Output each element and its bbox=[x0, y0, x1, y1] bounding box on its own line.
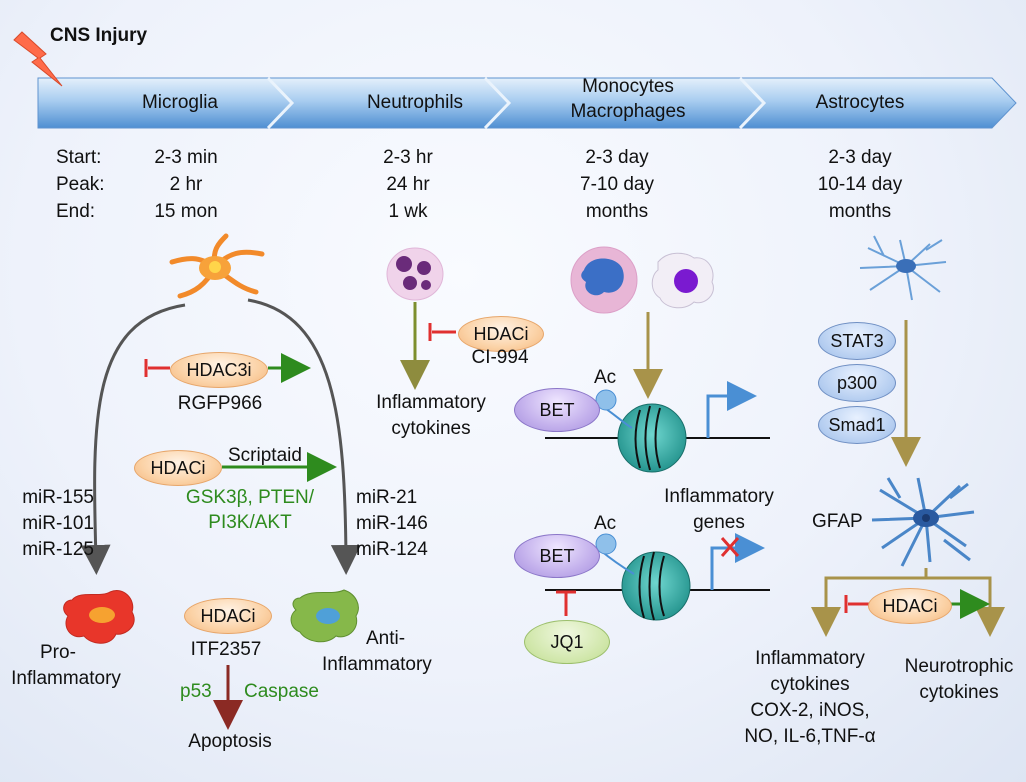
neutrophils-end: 1 wk bbox=[388, 201, 428, 222]
astrocyte-inflammatory-label: Inflammatory cytokines COX-2, iNOS, NO, … bbox=[720, 646, 900, 750]
stage-monocytes-line: Monocytes bbox=[582, 76, 674, 97]
pro-inflammatory-cell-icon bbox=[63, 590, 135, 644]
pro-line: Pro- bbox=[40, 642, 76, 663]
hdac3i-pill: HDAC3i bbox=[170, 352, 268, 388]
header-title: CNS Injury bbox=[50, 25, 148, 46]
stage-monocytes-macrophages: Monocytes Macrophages bbox=[548, 74, 708, 124]
pro-inflammatory-label: Pro- Inflammatory bbox=[0, 640, 132, 692]
caspase-label: Caspase bbox=[244, 681, 319, 702]
pi3k-akt-label: PI3K/AKT bbox=[208, 512, 292, 533]
astrocyte-cell-icon bbox=[859, 235, 947, 301]
smad1-pill: Smad1 bbox=[818, 406, 896, 444]
astro-infl-line1: Inflammatory bbox=[755, 648, 865, 669]
microglia-end: 15 mon bbox=[154, 201, 218, 222]
inflammatory-genes-label: Inflammatory genes bbox=[644, 484, 794, 536]
mir-124-label: miR-124 bbox=[356, 539, 428, 560]
end-label: End: bbox=[56, 201, 96, 222]
mir-21-label: miR-21 bbox=[356, 487, 418, 508]
neutrophils-start: 2-3 hr bbox=[383, 147, 433, 168]
nucleosome-active bbox=[545, 381, 770, 473]
monocytes-start: 2-3 day bbox=[585, 147, 649, 168]
reactive-astrocyte-icon bbox=[871, 477, 975, 567]
lightning-icon bbox=[13, 31, 63, 87]
microglia-peak: 2 hr bbox=[169, 174, 203, 195]
neutrophil-cytokines-label: Inflammatory cytokines bbox=[356, 390, 506, 442]
timeline-band bbox=[37, 76, 1017, 130]
monocytes-peak: 7-10 day bbox=[580, 174, 654, 195]
p300-pill: p300 bbox=[818, 364, 896, 402]
stage-neutrophils: Neutrophils bbox=[366, 92, 464, 113]
rgfp966-label: RGFP966 bbox=[177, 393, 263, 414]
p53-label: p53 bbox=[180, 681, 212, 702]
mir-155-label: miR-155 bbox=[22, 487, 94, 508]
monocyte-cell-icon bbox=[570, 246, 638, 314]
hdaci-astrocyte-pill: HDACi bbox=[868, 588, 952, 624]
apoptosis-label: Apoptosis bbox=[188, 731, 272, 752]
mir-101-label: miR-101 bbox=[22, 513, 94, 534]
anti-inflammatory-label: Anti- Inflammatory bbox=[322, 626, 432, 678]
gsk3b-pten-label: GSK3β, PTEN/ bbox=[185, 487, 315, 508]
scriptaid-label: Scriptaid bbox=[228, 445, 302, 466]
gfap-label: GFAP bbox=[812, 511, 863, 532]
astrocytes-peak: 10-14 day bbox=[817, 174, 903, 195]
neuro-line2: cytokines bbox=[919, 682, 999, 703]
astrocytes-end: months bbox=[828, 201, 892, 222]
ac-label-1: Ac bbox=[594, 367, 617, 388]
hdaci-itf-pill: HDACi bbox=[184, 598, 272, 634]
astro-infl-line4: NO, IL-6,TNF-α bbox=[744, 726, 876, 747]
anti-inflammatory-line: Inflammatory bbox=[322, 654, 432, 675]
genes-line1: Inflammatory bbox=[664, 486, 774, 507]
stat3-pill: STAT3 bbox=[818, 322, 896, 360]
ci994-label: CI-994 bbox=[471, 347, 529, 368]
inflammatory-line: Inflammatory bbox=[11, 668, 121, 689]
monocytes-end: months bbox=[585, 201, 649, 222]
itf2357-label: ITF2357 bbox=[190, 639, 262, 660]
neutrophils-peak: 24 hr bbox=[386, 174, 430, 195]
hdaci-neutrophil-pill: HDACi bbox=[458, 316, 544, 352]
astro-infl-line2: cytokines bbox=[770, 674, 850, 695]
mir-146-label: miR-146 bbox=[356, 513, 428, 534]
peak-label: Peak: bbox=[56, 174, 105, 195]
neuro-line1: Neurotrophic bbox=[904, 656, 1014, 677]
bet-pill-1: BET bbox=[514, 388, 600, 432]
neutrophil-cyt-line1: Inflammatory bbox=[376, 392, 486, 413]
stage-astrocytes: Astrocytes bbox=[815, 92, 905, 113]
mir-125-label: miR-125 bbox=[22, 539, 94, 560]
stage-microglia: Microglia bbox=[141, 92, 219, 113]
astrocytes-start: 2-3 day bbox=[828, 147, 892, 168]
microglia-start: 2-3 min bbox=[154, 147, 218, 168]
macrophage-cell-icon bbox=[651, 252, 714, 309]
bet-pill-2: BET bbox=[514, 534, 600, 578]
anti-inflammatory-cell-icon bbox=[290, 589, 359, 643]
start-label: Start: bbox=[56, 147, 102, 168]
neurotrophic-label: Neurotrophic cytokines bbox=[892, 654, 1026, 706]
genes-line2: genes bbox=[693, 512, 745, 533]
ac-label-2: Ac bbox=[594, 513, 617, 534]
neutrophil-cell-icon bbox=[386, 247, 444, 301]
neutrophil-cyt-line2: cytokines bbox=[391, 418, 471, 439]
microglia-cell-icon bbox=[169, 233, 265, 299]
hdaci-scriptaid-pill: HDACi bbox=[134, 450, 222, 486]
astro-infl-line3: COX-2, iNOS, bbox=[750, 700, 870, 721]
anti-line: Anti- bbox=[366, 628, 406, 649]
jq1-pill: JQ1 bbox=[524, 620, 610, 664]
stage-macrophages-line: Macrophages bbox=[570, 101, 686, 122]
